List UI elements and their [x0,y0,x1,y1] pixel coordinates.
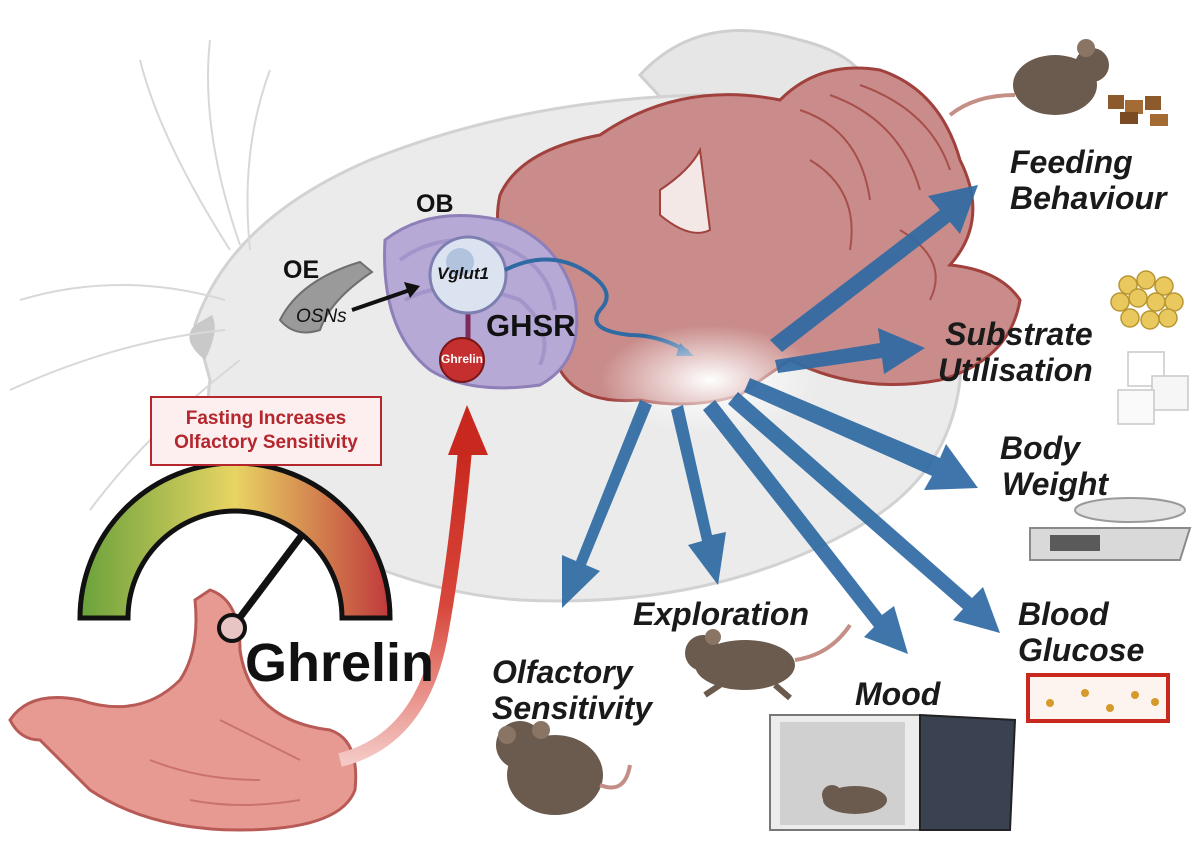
outcome-body-weight-line-1: Body [1000,430,1080,466]
outcome-substrate: Substrate Utilisation [938,316,1093,388]
label-oe: OE [283,256,320,284]
ghrelin-to-ob-arrow [338,449,472,767]
lipid-droplets-icon [1110,270,1184,330]
outcome-exploration: Exploration [633,596,810,632]
arrow-body-weight [744,378,978,490]
arrow-exploration [671,405,726,585]
fasting-callout: Fasting Increases Olfactory Sensitivity [150,396,382,466]
osn-arrow [351,288,411,312]
label-ghsr: GHSR [486,308,576,343]
label-ob: OB [416,190,454,218]
outcome-olfactory-line-1: Olfactory [492,654,633,690]
stomach [8,588,358,832]
label-osns: OSNs [296,306,347,327]
callout-line-2: Olfactory Sensitivity [174,432,358,453]
outcome-blood-glucose: Blood Glucose [1018,596,1144,668]
scale-icon [1029,497,1192,561]
outcome-olfactory-line-2: Sensitivity [492,690,653,726]
arrow-olfactory [562,400,652,608]
label-vglut1: Vglut1 [437,264,489,283]
callout-line-1: Fasting Increases [185,408,347,429]
blood-vessel-icon [1026,673,1170,723]
outcome-feeding-line-1: Feeding [1010,144,1133,180]
sniffing-mouse-icon [496,721,632,815]
outcome-substrate-line-2: Utilisation [938,352,1093,388]
feeding-mouse-icon [948,39,1168,126]
label-ghrelin-gauge: Ghrelin [245,633,435,693]
arrow-blood-glucose [728,392,1000,633]
arrow-mood [703,400,908,654]
outcome-blood-glucose-line-2: Glucose [1018,632,1145,668]
ob-projection-arrow [504,257,690,354]
sugar-cubes-icon [1117,351,1189,425]
light-dark-box-icon [769,713,1017,831]
output-glow [600,325,820,435]
label-ghrelin-cell: Ghrelin [441,352,484,366]
gauge-needle [229,532,305,631]
outcome-blood-glucose-line-1: Blood [1018,596,1109,632]
outcome-feeding-line-2: Behaviour [1010,180,1167,216]
outcome-feeding: Feeding Behaviour [1010,144,1166,216]
outcome-olfactory: Olfactory Sensitivity [492,654,652,726]
ghrelin-receptor-cell [439,337,485,383]
olfactory-epithelium [278,260,374,334]
arrow-feeding [770,185,978,352]
outcome-body-weight: Body Weight [1000,430,1108,502]
arrow-substrate [775,328,925,374]
outcome-substrate-line-1: Substrate [945,316,1093,352]
outcome-mood: Mood [855,676,941,712]
outcome-body-weight-line-2: Weight [1002,466,1109,502]
ghrelin-gauge [77,460,393,643]
exploring-mouse-icon [685,623,852,701]
